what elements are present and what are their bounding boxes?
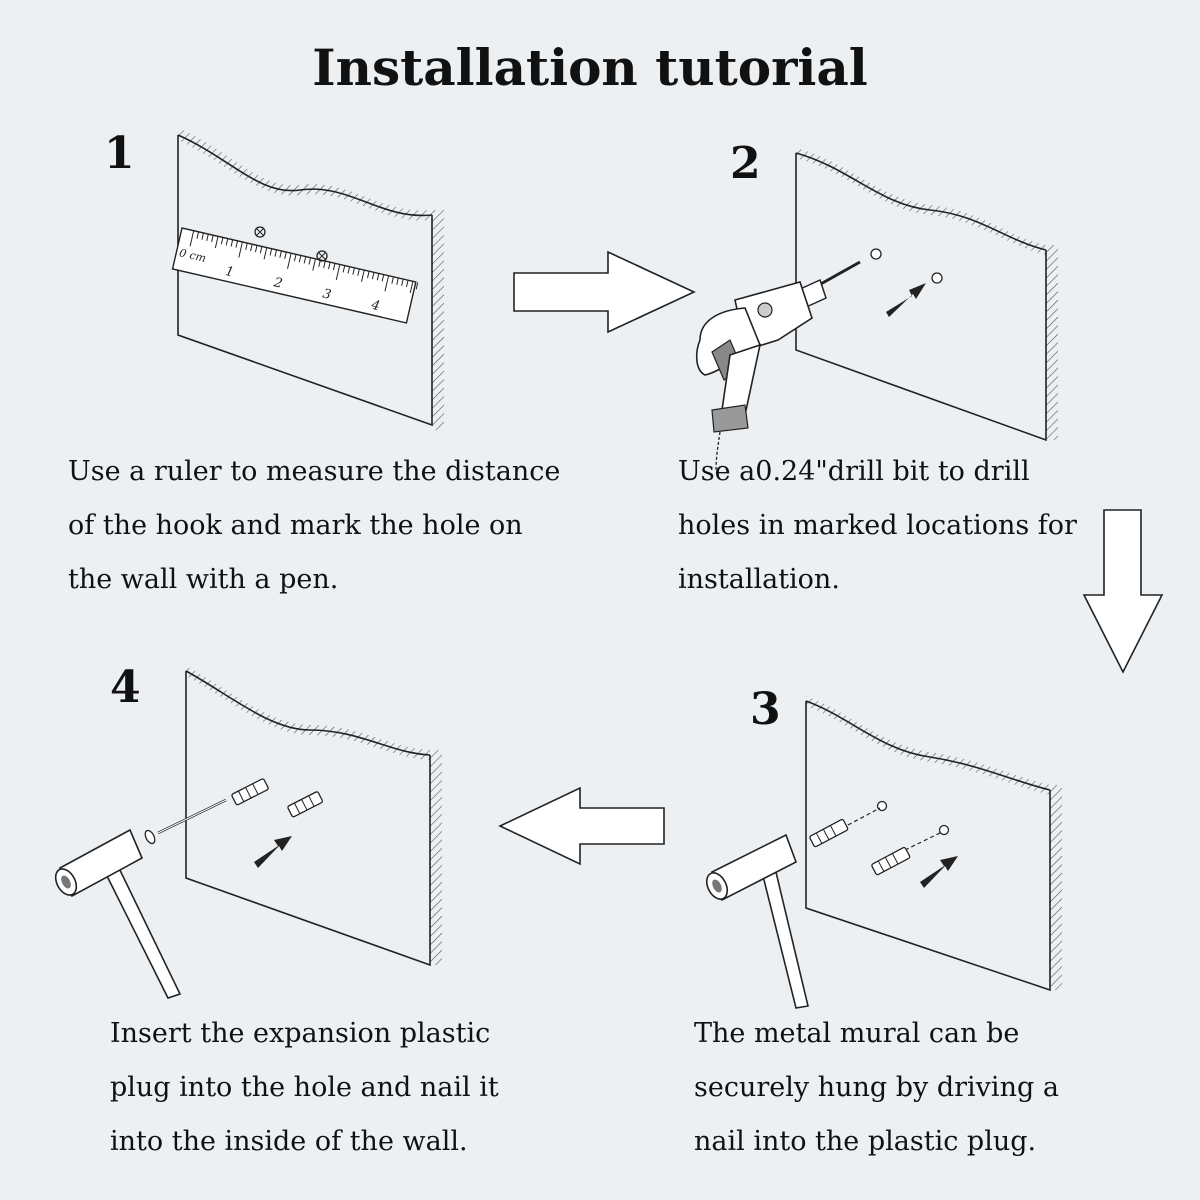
hole-mark-icon (316, 250, 328, 262)
ruler-tick (269, 248, 273, 256)
arrow-down-icon (1082, 509, 1164, 674)
ruler-tick (206, 233, 209, 242)
ruler-tick (279, 250, 282, 258)
page-title: Installation tutorial (312, 38, 868, 97)
step-3-caption: The metal mural can be securely hung by … (694, 1007, 1059, 1169)
caption-line: nail into the plastic plug. (694, 1126, 1037, 1157)
ruler-tick (415, 282, 419, 290)
ruler-tick (274, 249, 278, 257)
ruler-tick (211, 235, 214, 243)
ruler-tick (342, 265, 346, 273)
ruler-tick (328, 262, 331, 270)
step-2-wall (795, 148, 1058, 442)
ruler-tick (201, 232, 204, 240)
ruler-ticks (189, 230, 419, 294)
caption-line: Use a ruler to measure the distance (68, 456, 561, 487)
caption-line: securely hung by driving a (694, 1072, 1059, 1103)
ruler-tick-label: 2 (271, 275, 283, 292)
drill-hole (876, 800, 888, 812)
ruler-tick (312, 258, 316, 271)
arrow-icon (920, 856, 958, 888)
caption-line: Use a0.24"drill bit to drill (678, 456, 1030, 487)
arrow-right-icon (513, 250, 696, 334)
ruler-tick (254, 245, 258, 253)
ruler-tick (391, 276, 394, 284)
ruler-tick (230, 239, 234, 247)
caption-line: of the hook and mark the hole on (68, 510, 523, 541)
ruler-tick (361, 269, 365, 282)
step-2-caption: Use a0.24"drill bit to drill holes in ma… (678, 445, 1077, 607)
caption-line: the wall with a pen. (68, 564, 339, 595)
step-3-number: 3 (750, 684, 781, 735)
drill-hole (938, 824, 950, 836)
ruler-tick (214, 236, 219, 249)
ruler-tick (384, 275, 390, 292)
caption-line: into the inside of the wall. (110, 1126, 468, 1157)
step-4-number: 4 (110, 662, 141, 713)
drill-hole (870, 248, 882, 260)
ruler-tick (287, 253, 292, 269)
ruler-tick (332, 263, 336, 271)
ruler-tick (196, 231, 200, 239)
ruler-tick (347, 266, 351, 274)
plastic-plug-icon (287, 791, 323, 818)
ruler-tick (225, 238, 229, 246)
ruler-tick (335, 264, 341, 281)
step-1-caption: Use a ruler to measure the distance of t… (68, 445, 560, 607)
ruler-tick (381, 274, 385, 282)
arrow-left-icon (498, 786, 665, 866)
ruler-tick (259, 246, 263, 254)
arrow-icon (254, 836, 292, 868)
ruler-tick (293, 254, 297, 262)
arrow-icon (886, 283, 926, 317)
ruler-tick (409, 281, 414, 294)
ruler-tick (405, 280, 409, 288)
hole-mark-icon (254, 226, 266, 238)
caption-line: installation. (678, 564, 840, 595)
nail-icon (144, 798, 227, 845)
ruler-unit-label: 0 cm (178, 246, 207, 265)
plastic-plug-icon (231, 778, 269, 806)
caption-line: holes in marked locations for (678, 510, 1077, 541)
ruler-icon: 0 cm 1 2 3 4 (171, 227, 419, 324)
ruler-tick (352, 267, 355, 275)
step-1-number: 1 (104, 128, 135, 179)
ruler-tick (284, 251, 287, 260)
hammer-icon (54, 828, 182, 999)
ruler-tick-label: 3 (321, 287, 332, 303)
ruler-tick (189, 230, 195, 247)
ruler-tick (376, 273, 380, 281)
step-1-wall (177, 128, 444, 430)
ruler-tick (357, 268, 360, 276)
plastic-plug-icon (871, 846, 911, 876)
ruler-tick (396, 277, 399, 285)
step-4-caption: Insert the expansion plastic plug into t… (110, 1007, 499, 1169)
caption-line: plug into the hole and nail it (110, 1072, 499, 1103)
drill-icon (695, 260, 861, 471)
ruler-tick-label: 4 (369, 298, 381, 315)
ruler-tick-label: 1 (224, 264, 235, 280)
ruler-tick (238, 241, 243, 258)
ruler-tick (371, 272, 375, 280)
ruler-tick (303, 256, 307, 264)
caption-line: Insert the expansion plastic (110, 1018, 491, 1049)
ruler-tick (250, 244, 253, 252)
step-4-wall (185, 666, 442, 967)
ruler-tick (298, 255, 302, 263)
drill-hole (931, 272, 943, 284)
ruler-tick (401, 278, 404, 286)
ruler-tick (235, 240, 239, 248)
step-3-wall (805, 696, 1062, 992)
hammer-icon (705, 833, 809, 1009)
ruler-tick (263, 247, 268, 260)
ruler-tick (323, 260, 326, 269)
caption-line: The metal mural can be (694, 1018, 1020, 1049)
step-2-number: 2 (730, 138, 761, 189)
ruler-tick (245, 242, 248, 251)
ruler-tick (220, 237, 224, 245)
ruler-tick (308, 257, 312, 265)
plastic-plug-icon (809, 818, 849, 848)
ruler-tick (367, 271, 370, 279)
